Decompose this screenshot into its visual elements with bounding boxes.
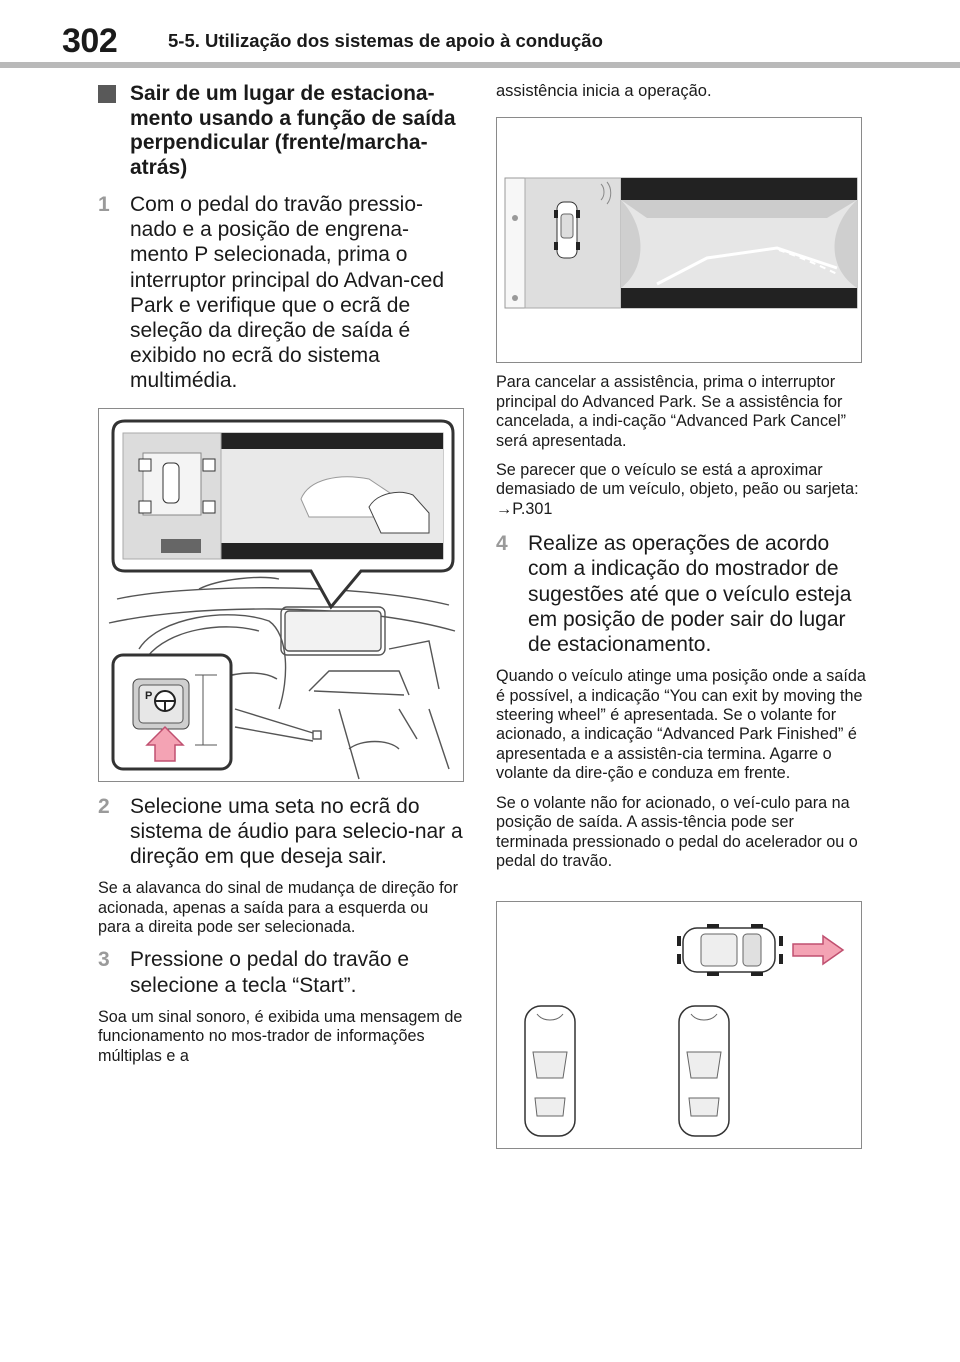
heading-square-icon <box>98 85 116 103</box>
dashboard-illustration: P <box>108 419 456 779</box>
step-2: 2 Selecione uma seta no ecrã do sistema … <box>98 794 464 870</box>
step-number: 3 <box>98 948 110 972</box>
section-title: 5-5. Utilização dos sistemas de apoio à … <box>168 30 603 51</box>
paragraph-continuation: assistência inicia a operação. <box>496 82 712 100</box>
step-text: Pressione o pedal do travão e selecione … <box>130 948 410 997</box>
step-3: 3 Pressione o pedal do travão e selecion… <box>98 947 464 997</box>
page-number: 302 <box>62 22 118 60</box>
step-number: 2 <box>98 794 110 818</box>
exit-direction-arrow-icon <box>792 934 845 966</box>
figure-camera-screen <box>496 117 862 364</box>
step-text: Selecione uma seta no ecrã do sistema de… <box>130 794 463 869</box>
exiting-car <box>677 924 783 977</box>
figure-dashboard: P <box>98 407 464 782</box>
camera-screen-illustration <box>504 177 858 309</box>
section-heading: Sair de um lugar de estaciona-mento usan… <box>98 82 464 180</box>
paragraph-beep: Soa um sinal sonoro, é exibida uma mensa… <box>98 1007 463 1065</box>
svg-text:P: P <box>145 690 152 702</box>
header-divider <box>0 62 960 68</box>
step-text: Com o pedal do travão pressio-nado e a p… <box>130 193 445 393</box>
paragraph-too-close: Se parecer que o veículo se está a aprox… <box>496 461 859 518</box>
step-4: 4 Realize as operações de acordo com a i… <box>496 531 866 657</box>
step-1: 1 Com o pedal do travão pressio-nado e a… <box>98 192 464 394</box>
right-column: assistência inicia a operação. Para canc… <box>496 82 866 1150</box>
step-number: 4 <box>496 532 508 556</box>
figure-parking-exit <box>496 901 862 1150</box>
heading-text: Sair de um lugar de estaciona-mento usan… <box>130 82 456 179</box>
left-column: Sair de um lugar de estaciona-mento usan… <box>98 82 464 1066</box>
switch-inset: P <box>111 653 233 771</box>
step-number: 1 <box>98 193 110 216</box>
parked-car-left <box>524 1005 576 1138</box>
paragraph-exit-possible: Quando o veículo atinge uma posição onde… <box>496 667 866 783</box>
parked-car-right <box>678 1005 730 1138</box>
paragraph-turn-signal: Se a alavanca do sinal de mudança de dir… <box>98 879 458 937</box>
multimedia-screen <box>122 432 444 560</box>
paragraph-not-steered: Se o volante não for acionado, o veí-cul… <box>496 793 858 870</box>
page-header: 302 5-5. Utilização dos sistemas de apoi… <box>0 0 960 68</box>
step-text: Realize as operações de acordo com a ind… <box>528 532 852 657</box>
paragraph-cancel: Para cancelar a assistência, prima o int… <box>496 373 847 450</box>
parking-exit-illustration <box>524 924 845 1138</box>
press-arrow-icon <box>145 725 185 762</box>
